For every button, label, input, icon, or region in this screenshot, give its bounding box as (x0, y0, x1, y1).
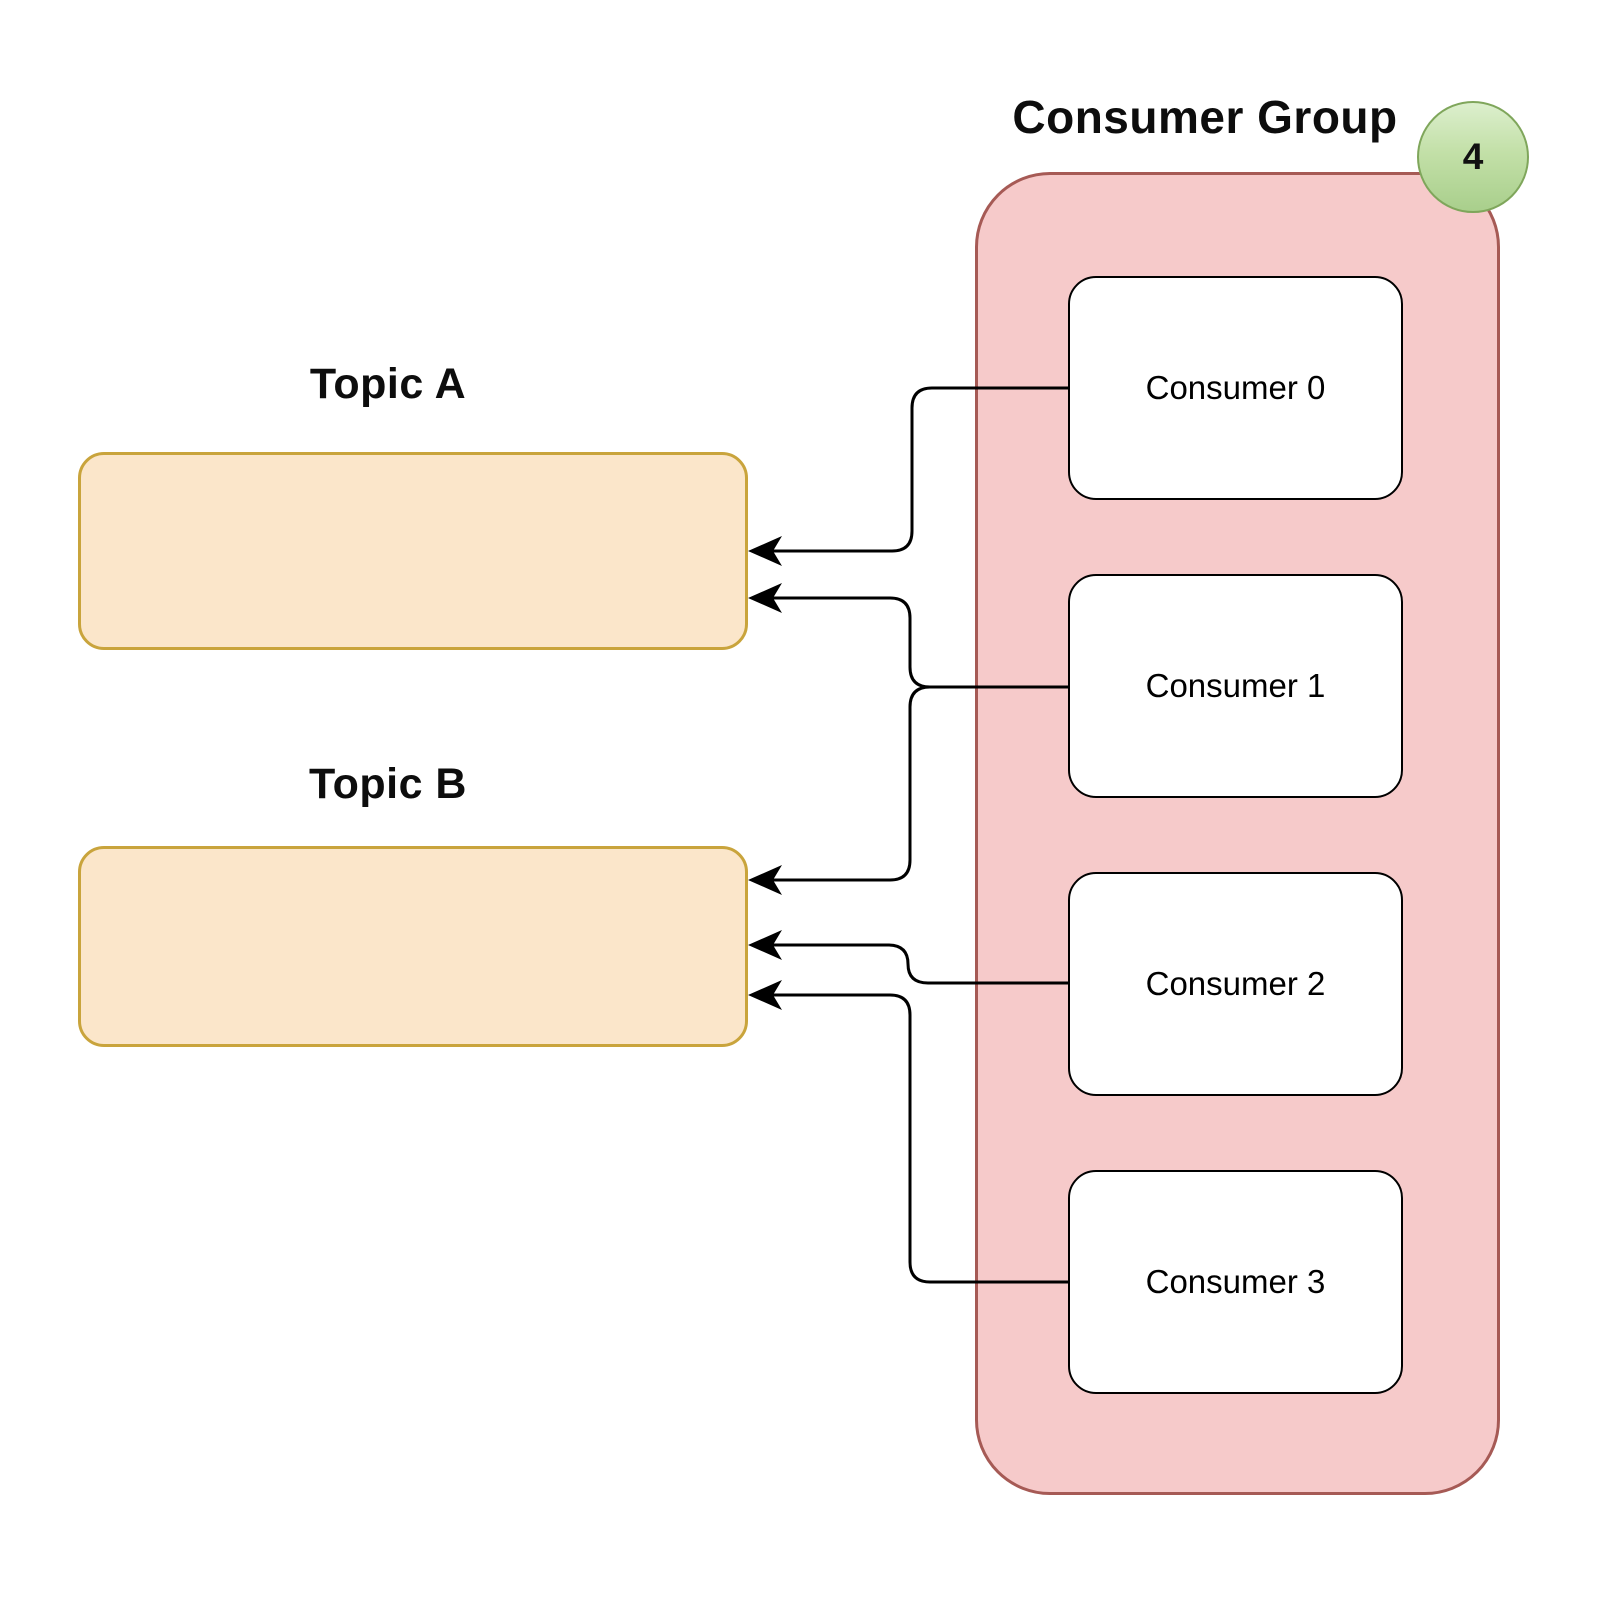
arrowhead-topicB-3 (748, 980, 782, 1010)
topic-b-title: Topic B (309, 760, 467, 808)
edge-consumer1-topicB (772, 685, 931, 882)
topic-a-title: Topic A (309, 360, 467, 408)
topic-b-box (78, 846, 748, 1047)
edge-consumer3-topicB (772, 993, 1068, 1284)
consumer-box-0: Consumer 0 (1068, 276, 1403, 500)
consumer-box-1: Consumer 1 (1068, 574, 1403, 798)
consumer-label: Consumer 1 (1145, 667, 1326, 704)
consumer-label: Consumer 2 (1145, 965, 1326, 1002)
edge-consumer0-topicA (772, 386, 1068, 553)
arrowhead-topicB-2 (748, 930, 782, 960)
edge-consumer2-topicB (772, 943, 1068, 985)
edge-consumer1-topicA (772, 596, 1068, 689)
consumer-label: Consumer 3 (1145, 1263, 1326, 1300)
arrowhead-topicB-1 (748, 865, 782, 895)
arrowhead-topicA-2 (748, 583, 782, 613)
topic-a-box (78, 452, 748, 650)
consumer-group-title: Consumer Group (1012, 91, 1398, 143)
badge-count: 4 (1462, 136, 1484, 177)
consumer-box-2: Consumer 2 (1068, 872, 1403, 1096)
consumer-label: Consumer 0 (1145, 369, 1326, 406)
arrowhead-topicA-1 (748, 536, 782, 566)
consumer-count-badge: 4 (1417, 101, 1529, 213)
consumer-box-3: Consumer 3 (1068, 1170, 1403, 1394)
